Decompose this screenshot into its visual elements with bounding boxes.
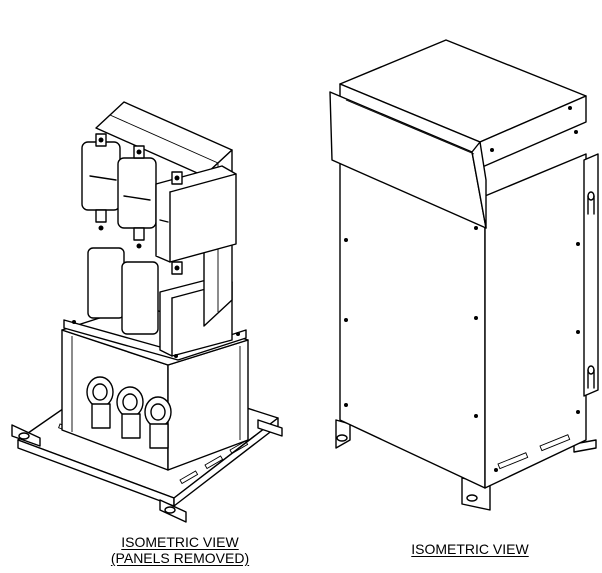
enclosed-assembly xyxy=(329,39,599,511)
panel-screws xyxy=(344,226,580,472)
lower-chassis xyxy=(61,304,249,471)
panels-removed-assembly xyxy=(11,101,283,523)
enclosure-side-panel xyxy=(484,153,587,489)
bottom-vents xyxy=(497,434,571,470)
terminals xyxy=(72,133,240,358)
caption-right: ISOMETRIC VIEW xyxy=(411,541,529,557)
side-mounting-bracket xyxy=(583,153,599,397)
capacitor-3 xyxy=(144,396,172,449)
caption-left-line1: ISOMETRIC VIEW xyxy=(121,534,239,550)
capacitor-1 xyxy=(86,376,114,429)
capacitor-2 xyxy=(116,386,144,439)
caption-left-line2: (PANELS REMOVED) xyxy=(110,550,250,566)
caption-isometric-view: ISOMETRIC VIEW xyxy=(350,541,590,557)
capacitor-bank xyxy=(86,376,172,449)
top-cover xyxy=(329,39,587,229)
caption-panels-removed: ISOMETRIC VIEW (PANELS REMOVED) xyxy=(60,534,300,566)
